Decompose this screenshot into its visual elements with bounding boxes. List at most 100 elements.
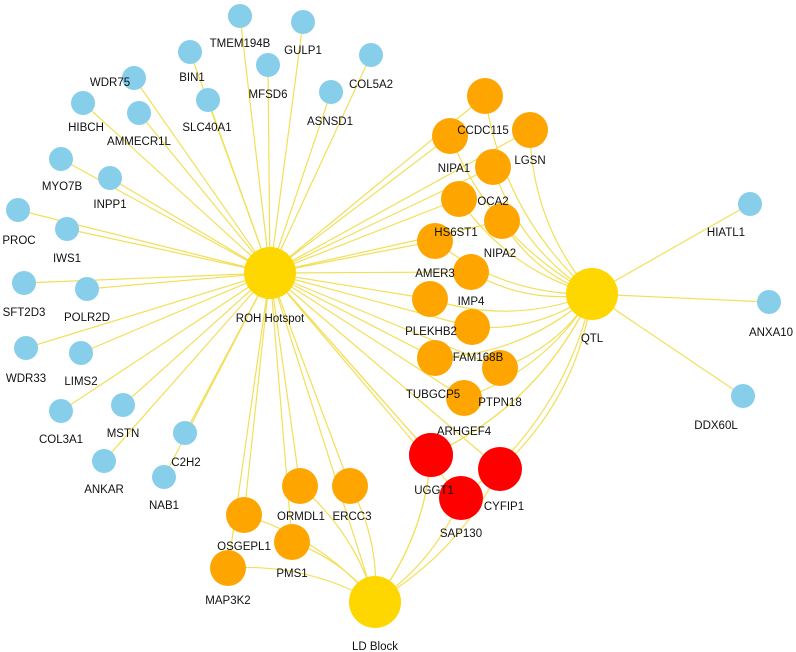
- hub-label-qtl: QTL: [581, 333, 604, 345]
- gene-node-mstn: [111, 393, 135, 417]
- gene-label-uggt1: UGGT1: [414, 485, 454, 497]
- gene-node-amer3: [453, 254, 489, 290]
- edge-roh-polr2d: [86, 272, 271, 290]
- gene-node-osgepl1: [226, 497, 262, 533]
- gene-node-hiatl1: [738, 192, 762, 216]
- gene-node-lims2: [69, 341, 93, 365]
- edge-roh-ccdc115: [269, 135, 451, 274]
- gene-label-proc: PROC: [2, 235, 35, 247]
- gene-label-inpp1: INPP1: [93, 199, 126, 211]
- gene-node-asnsd1: [319, 80, 343, 104]
- edge-roh-ercc3: [269, 272, 351, 487]
- gene-node-uggt1: [409, 433, 453, 477]
- edge-roh-osgepl1: [243, 272, 271, 516]
- edge-qtl-o_top: [484, 95, 593, 295]
- edge-roh-tubgcp5: [269, 272, 501, 369]
- gene-label-bin1: BIN1: [179, 72, 205, 84]
- gene-label-polr2d: POLR2D: [64, 312, 110, 324]
- gene-node-hibch: [71, 91, 95, 115]
- gene-label-cyfip1: CYFIP1: [484, 501, 524, 513]
- gene-node-ankar: [92, 449, 116, 473]
- edge-roh-col3a1: [60, 272, 271, 412]
- gene-node-nipa2: [417, 223, 453, 259]
- gene-label-sap130: SAP130: [440, 528, 482, 540]
- edge-roh-imp4: [269, 272, 431, 300]
- gene-label-hiatl1: HIATL1: [707, 227, 745, 239]
- gene-node-mfsd6: [256, 53, 280, 77]
- gene-node-bin1: [178, 40, 202, 64]
- gene-node-wdr75: [122, 66, 146, 90]
- gene-node-ammecr1l: [127, 101, 151, 125]
- gene-node-myo7b: [49, 147, 73, 171]
- edge-roh-mfsd6: [267, 64, 271, 274]
- gene-label-fam168b: FAM168B: [453, 352, 504, 364]
- gene-label-col5a2: COL5A2: [349, 79, 393, 91]
- edge-roh-uggt1: [269, 272, 432, 456]
- gene-node-slc40a1: [196, 88, 220, 112]
- gene-node-inpp1: [98, 166, 122, 190]
- gene-node-polr2d: [75, 277, 99, 301]
- gene-label-ddx60l: DDX60L: [694, 420, 738, 432]
- gene-label-ankar: ANKAR: [84, 484, 124, 496]
- gene-node-iws1: [55, 217, 79, 241]
- gene-node-plekhb2: [454, 309, 490, 345]
- gene-label-nab1: NAB1: [149, 500, 179, 512]
- edge-qtl-hiatl1: [591, 203, 751, 295]
- edge-roh-iws1: [66, 228, 271, 274]
- edge-qtl-anxa10: [591, 293, 770, 303]
- gene-label-osgepl1: OSGEPL1: [217, 541, 271, 553]
- edge-roh-tmem194b: [239, 15, 271, 274]
- gene-node-tmem194b: [228, 4, 252, 28]
- gene-node-ptpn18: [446, 380, 482, 416]
- hub-node-qtl: [566, 268, 618, 320]
- edge-layer: [17, 15, 770, 603]
- gene-label-ammecr1l: AMMECR1L: [107, 136, 172, 148]
- edge-roh-col5a2: [269, 54, 372, 274]
- gene-label-arhgef4: ARHGEF4: [437, 426, 492, 438]
- hub-label-roh: ROH Hotspot: [236, 313, 305, 325]
- edge-roh-slc40a1: [207, 99, 271, 274]
- gene-label-lims2: LIMS2: [64, 376, 97, 388]
- gene-node-cyfip1: [478, 447, 522, 491]
- gene-node-sap130: [439, 476, 483, 520]
- edge-roh-asnsd1: [269, 91, 332, 274]
- edge-roh-hibch: [82, 102, 271, 274]
- gene-label-iws1: IWS1: [53, 253, 81, 265]
- edge-roh-mstn: [122, 272, 271, 406]
- gene-label-plekhb2: PLEKHB2: [405, 326, 457, 338]
- gene-node-tubgcp5: [482, 350, 518, 386]
- gene-label-anxa10: ANXA10: [749, 327, 793, 339]
- edge-qtl-uggt1: [430, 293, 593, 456]
- gene-node-o_top: [467, 78, 503, 114]
- edge-roh-myo7b: [60, 158, 271, 274]
- edge-roh-amer3: [269, 271, 472, 274]
- edge-roh-ormdl1: [269, 272, 301, 487]
- edge-roh-fam168b: [269, 272, 436, 359]
- hub-node-ld: [349, 576, 401, 628]
- gene-node-ormdl1: [282, 468, 318, 504]
- edge-roh-nipa2: [269, 240, 436, 274]
- gene-label-hibch: HIBCH: [68, 122, 104, 134]
- gene-label-col3a1: COL3A1: [39, 434, 83, 446]
- gene-node-lgsn: [512, 112, 548, 148]
- edge-roh-lims2: [80, 272, 271, 354]
- gene-label-ormdl1: ORMDL1: [277, 511, 325, 523]
- gene-node-gulp1: [291, 10, 315, 34]
- edge-roh-hs6st1: [269, 220, 503, 274]
- gene-label-mfsd6: MFSD6: [249, 89, 288, 101]
- gene-label-wdr33: WDR33: [6, 373, 46, 385]
- edge-roh-wdr33: [25, 272, 271, 349]
- gene-node-imp4: [412, 281, 448, 317]
- edge-roh-ld: [269, 272, 376, 603]
- gene-node-hs6st1: [484, 203, 520, 239]
- gene-node-nab1: [152, 465, 176, 489]
- edge-roh-sft2d3: [23, 272, 271, 284]
- node-layer: [6, 4, 781, 628]
- gene-label-tmem194b: TMEM194B: [210, 38, 271, 50]
- gene-node-ercc3: [332, 468, 368, 504]
- gene-label-c2h2: C2H2: [171, 457, 200, 469]
- gene-node-map3k2: [210, 550, 246, 586]
